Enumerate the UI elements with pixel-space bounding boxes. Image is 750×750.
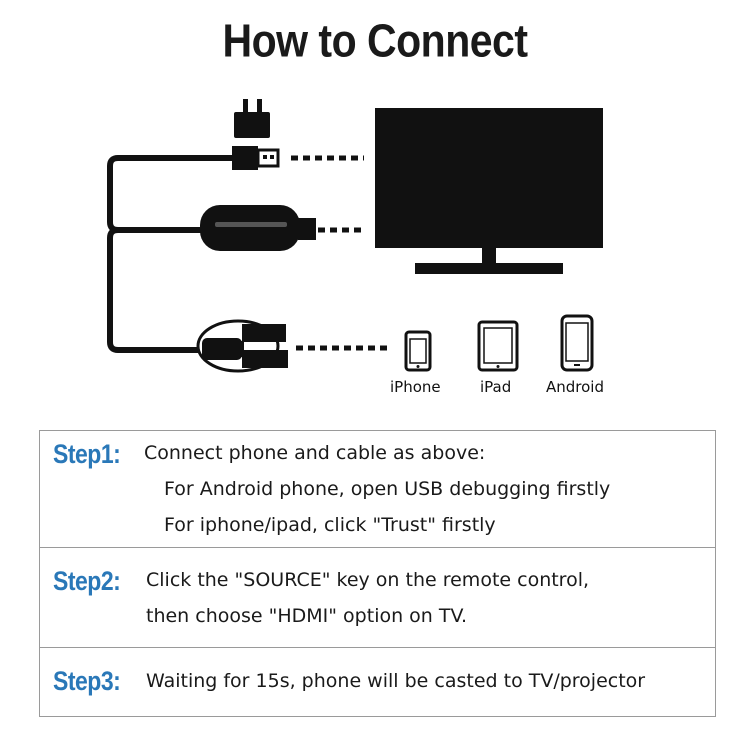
step-text-line: Connect phone and cable as above: xyxy=(144,442,486,464)
step-text-line: then choose "HDMI" option on TV. xyxy=(146,605,468,627)
step-row-2: Step2: Click the "SOURCE" key on the rem… xyxy=(40,548,715,648)
step-text-line: For iphone/ipad, click "Trust" firstly xyxy=(164,514,496,536)
device-label-iphone: iPhone xyxy=(390,378,441,396)
steps-table: Step1: Connect phone and cable as above:… xyxy=(39,430,716,717)
cable xyxy=(107,155,234,353)
step-text-line: For Android phone, open USB debugging fi… xyxy=(164,478,611,500)
iphone-icon xyxy=(404,330,432,372)
tv-icon xyxy=(375,108,603,274)
step-label-1: Step1: xyxy=(53,438,121,469)
step-text-line: Waiting for 15s, phone will be casted to… xyxy=(146,670,646,692)
usb-plug-icon xyxy=(232,146,280,170)
ipad-icon xyxy=(477,320,519,372)
android-phone-icon xyxy=(560,314,594,372)
step-text-line: Click the "SOURCE" key on the remote con… xyxy=(146,569,590,591)
dotted-lines xyxy=(291,155,390,351)
device-label-ipad: iPad xyxy=(480,378,512,396)
power-adapter-icon xyxy=(234,99,270,138)
device-label-android: Android xyxy=(546,378,604,396)
step-label-3: Step3: xyxy=(53,665,121,696)
step-row-1: Step1: Connect phone and cable as above:… xyxy=(40,431,715,548)
connection-diagram xyxy=(107,99,603,373)
step-row-3: Step3: Waiting for 15s, phone will be ca… xyxy=(40,648,715,716)
step-label-2: Step2: xyxy=(53,565,121,596)
hdmi-dongle-icon xyxy=(200,205,316,251)
phone-connector-icon xyxy=(196,319,288,373)
page-title: How to Connect xyxy=(222,15,528,67)
